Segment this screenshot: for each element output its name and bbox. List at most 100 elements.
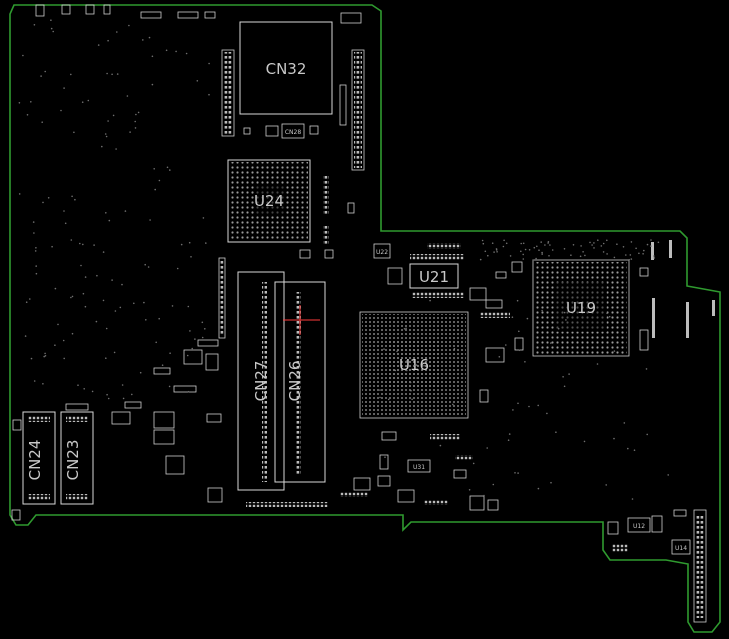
via: [116, 31, 118, 33]
via: [33, 24, 36, 26]
via: [563, 311, 566, 314]
component-u24[interactable]: U24: [227, 159, 311, 243]
via: [572, 244, 575, 246]
via: [589, 241, 591, 244]
via: [40, 75, 42, 77]
u14-label: U14: [675, 545, 687, 552]
via: [481, 239, 484, 242]
via: [629, 254, 632, 256]
via: [384, 456, 386, 459]
via: [555, 431, 557, 434]
via: [191, 347, 193, 350]
via: [84, 276, 87, 278]
via: [423, 365, 425, 367]
component-cn27[interactable]: CN27: [237, 271, 285, 491]
via: [533, 246, 536, 249]
via: [30, 357, 33, 360]
via: [541, 309, 543, 312]
via: [514, 472, 516, 474]
via: [472, 462, 475, 465]
via: [511, 316, 514, 319]
via: [580, 245, 582, 247]
component-u19[interactable]: U19: [532, 259, 630, 357]
via: [44, 355, 47, 357]
via: [158, 317, 160, 320]
via: [131, 393, 133, 396]
via: [562, 376, 564, 378]
via: [208, 62, 210, 65]
via: [190, 255, 192, 258]
via: [630, 258, 633, 260]
via: [33, 380, 36, 382]
via: [653, 257, 656, 259]
via: [29, 298, 31, 300]
via: [145, 319, 147, 321]
via: [508, 433, 511, 435]
via: [468, 489, 471, 491]
via: [93, 244, 95, 246]
cn27-side-strips: [218, 257, 226, 339]
via: [630, 241, 633, 243]
via: [570, 254, 572, 256]
via: [512, 409, 514, 411]
via: [547, 241, 550, 243]
via: [597, 239, 599, 241]
via: [71, 295, 74, 298]
via: [625, 254, 627, 256]
component-cn26[interactable]: CN26: [274, 281, 326, 483]
via: [667, 474, 669, 476]
via: [22, 54, 24, 57]
via: [64, 222, 67, 225]
via: [148, 36, 151, 39]
via: [107, 397, 110, 400]
via: [509, 255, 512, 257]
via: [47, 197, 50, 199]
via: [119, 306, 122, 309]
component-u21[interactable]: U21: [387, 263, 487, 301]
via: [541, 251, 543, 254]
via: [201, 321, 204, 324]
via: [101, 145, 103, 148]
via: [50, 27, 53, 30]
component-u16[interactable]: U16: [359, 311, 469, 419]
via: [643, 249, 645, 252]
via: [113, 351, 116, 354]
via: [124, 210, 127, 212]
via: [600, 245, 603, 247]
via: [32, 221, 35, 223]
via: [122, 397, 125, 400]
via: [548, 255, 550, 257]
via: [493, 251, 495, 253]
via: [547, 242, 549, 244]
via: [406, 369, 408, 372]
via: [82, 292, 85, 295]
via: [505, 242, 508, 245]
via: [516, 299, 519, 302]
via: [502, 245, 505, 248]
via: [73, 131, 75, 134]
via: [591, 244, 593, 246]
component-u22[interactable]: U22: [373, 243, 391, 259]
u12-label: U12: [633, 523, 645, 530]
component-cn23[interactable]: CN23: [60, 411, 94, 505]
via: [134, 127, 137, 129]
via: [650, 239, 652, 241]
via: [507, 439, 510, 442]
via: [522, 253, 524, 256]
via: [18, 193, 21, 195]
component-cn24[interactable]: CN24: [22, 411, 56, 505]
via: [74, 198, 76, 201]
via: [642, 253, 644, 255]
via: [484, 250, 487, 253]
via: [638, 252, 640, 255]
via: [439, 444, 442, 447]
bottom-right-parts: U12 U14: [607, 509, 707, 623]
via: [415, 364, 418, 366]
via: [128, 24, 130, 27]
via: [42, 383, 44, 385]
via: [616, 243, 618, 245]
via: [35, 272, 38, 275]
component-cn32[interactable]: CN32: [239, 21, 333, 115]
